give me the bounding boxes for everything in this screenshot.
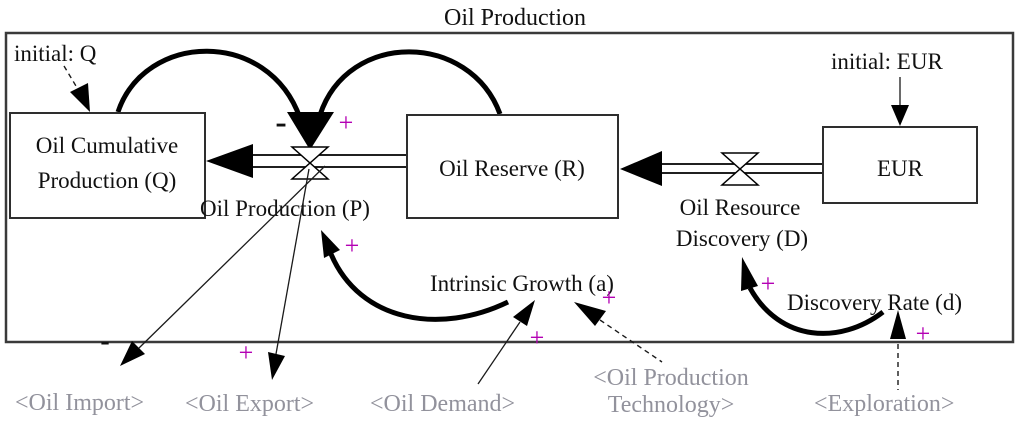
stock-oil-reserve[interactable] <box>406 114 619 219</box>
aux-discovery-rate-label[interactable]: Discovery Rate (d) <box>787 290 962 315</box>
polarity-growth-to-production: + <box>345 231 360 260</box>
production-pipe-arrowhead <box>206 144 253 178</box>
shadow-oil-production-technology-line2[interactable]: Technology> <box>608 392 735 418</box>
arc-rate-to-discovery <box>747 286 885 336</box>
link-technology-to-growth-arrowhead <box>574 302 606 326</box>
arc-growth-to-production <box>328 253 510 322</box>
shadow-oil-demand-label[interactable]: <Oil Demand> <box>370 391 515 417</box>
aux-intrinsic-growth-label[interactable]: Intrinsic Growth (a) <box>430 271 614 296</box>
shadow-oil-production-technology-line1[interactable]: <Oil Production <box>593 365 749 391</box>
stock-oil-cumulative-production[interactable] <box>9 112 206 219</box>
polarity-exploration-to-rate: + <box>916 319 931 348</box>
link-production-to-import-line <box>138 165 326 349</box>
link-production-to-export-arrowhead <box>268 352 285 380</box>
flow-discovery-label-line1[interactable]: Oil Resource <box>680 195 801 220</box>
diagram-title: Oil Production <box>444 5 586 31</box>
arc-cumulative-to-production <box>115 48 303 119</box>
polarity-production-to-export: + <box>239 338 254 367</box>
polarity-production-to-import: - <box>100 326 109 357</box>
production-valve-icon[interactable] <box>290 146 330 180</box>
stock-eur[interactable] <box>822 126 978 204</box>
polarity-rate-to-discovery: + <box>761 269 776 298</box>
model-boundary-frame <box>4 31 1015 344</box>
shadow-oil-export-label[interactable]: <Oil Export> <box>185 391 314 417</box>
arc-growth-to-production-arrowhead <box>321 230 340 258</box>
initial-q-arrow-line <box>63 65 77 87</box>
link-production-to-export-line <box>275 168 310 355</box>
discovery-valve-icon[interactable] <box>720 152 760 186</box>
shadow-oil-import-label[interactable]: <Oil Import> <box>15 390 144 416</box>
discovery-pipe-arrowhead <box>620 151 662 186</box>
link-demand-to-growth-arrowhead <box>513 300 535 326</box>
stock-eur-label: EUR <box>877 156 924 181</box>
arc-rate-to-discovery-arrowhead <box>741 257 758 291</box>
polarity-reserve-to-production: + <box>339 108 354 137</box>
polarity-technology-to-growth: + <box>602 283 617 312</box>
flow-discovery-label-line2[interactable]: Discovery (D) <box>676 226 808 251</box>
link-demand-to-growth-line <box>477 321 521 385</box>
stock-q-label-line2: Production (Q) <box>38 168 177 193</box>
polarity-cumulative-to-production: - <box>275 104 286 141</box>
shadow-exploration-label[interactable]: <Exploration> <box>814 391 954 417</box>
flow-production-label[interactable]: Oil Production (P) <box>200 196 370 221</box>
arrowhead-into-production-valve <box>287 112 334 150</box>
polarity-demand-to-growth: + <box>530 323 545 352</box>
link-exploration-to-rate-arrowhead <box>890 310 906 339</box>
stock-r-label: Oil Reserve (R) <box>439 156 585 181</box>
arc-reserve-to-production <box>317 49 503 116</box>
stock-q-label-line1: Oil Cumulative <box>36 133 178 158</box>
initial-q-arrowhead <box>70 83 90 112</box>
link-technology-to-growth-line <box>599 319 663 363</box>
link-production-to-import-arrowhead <box>120 341 145 366</box>
initial-eur-label[interactable]: initial: EUR <box>831 49 943 74</box>
initial-q-label[interactable]: initial: Q <box>14 41 97 66</box>
initial-eur-arrowhead <box>891 105 909 126</box>
